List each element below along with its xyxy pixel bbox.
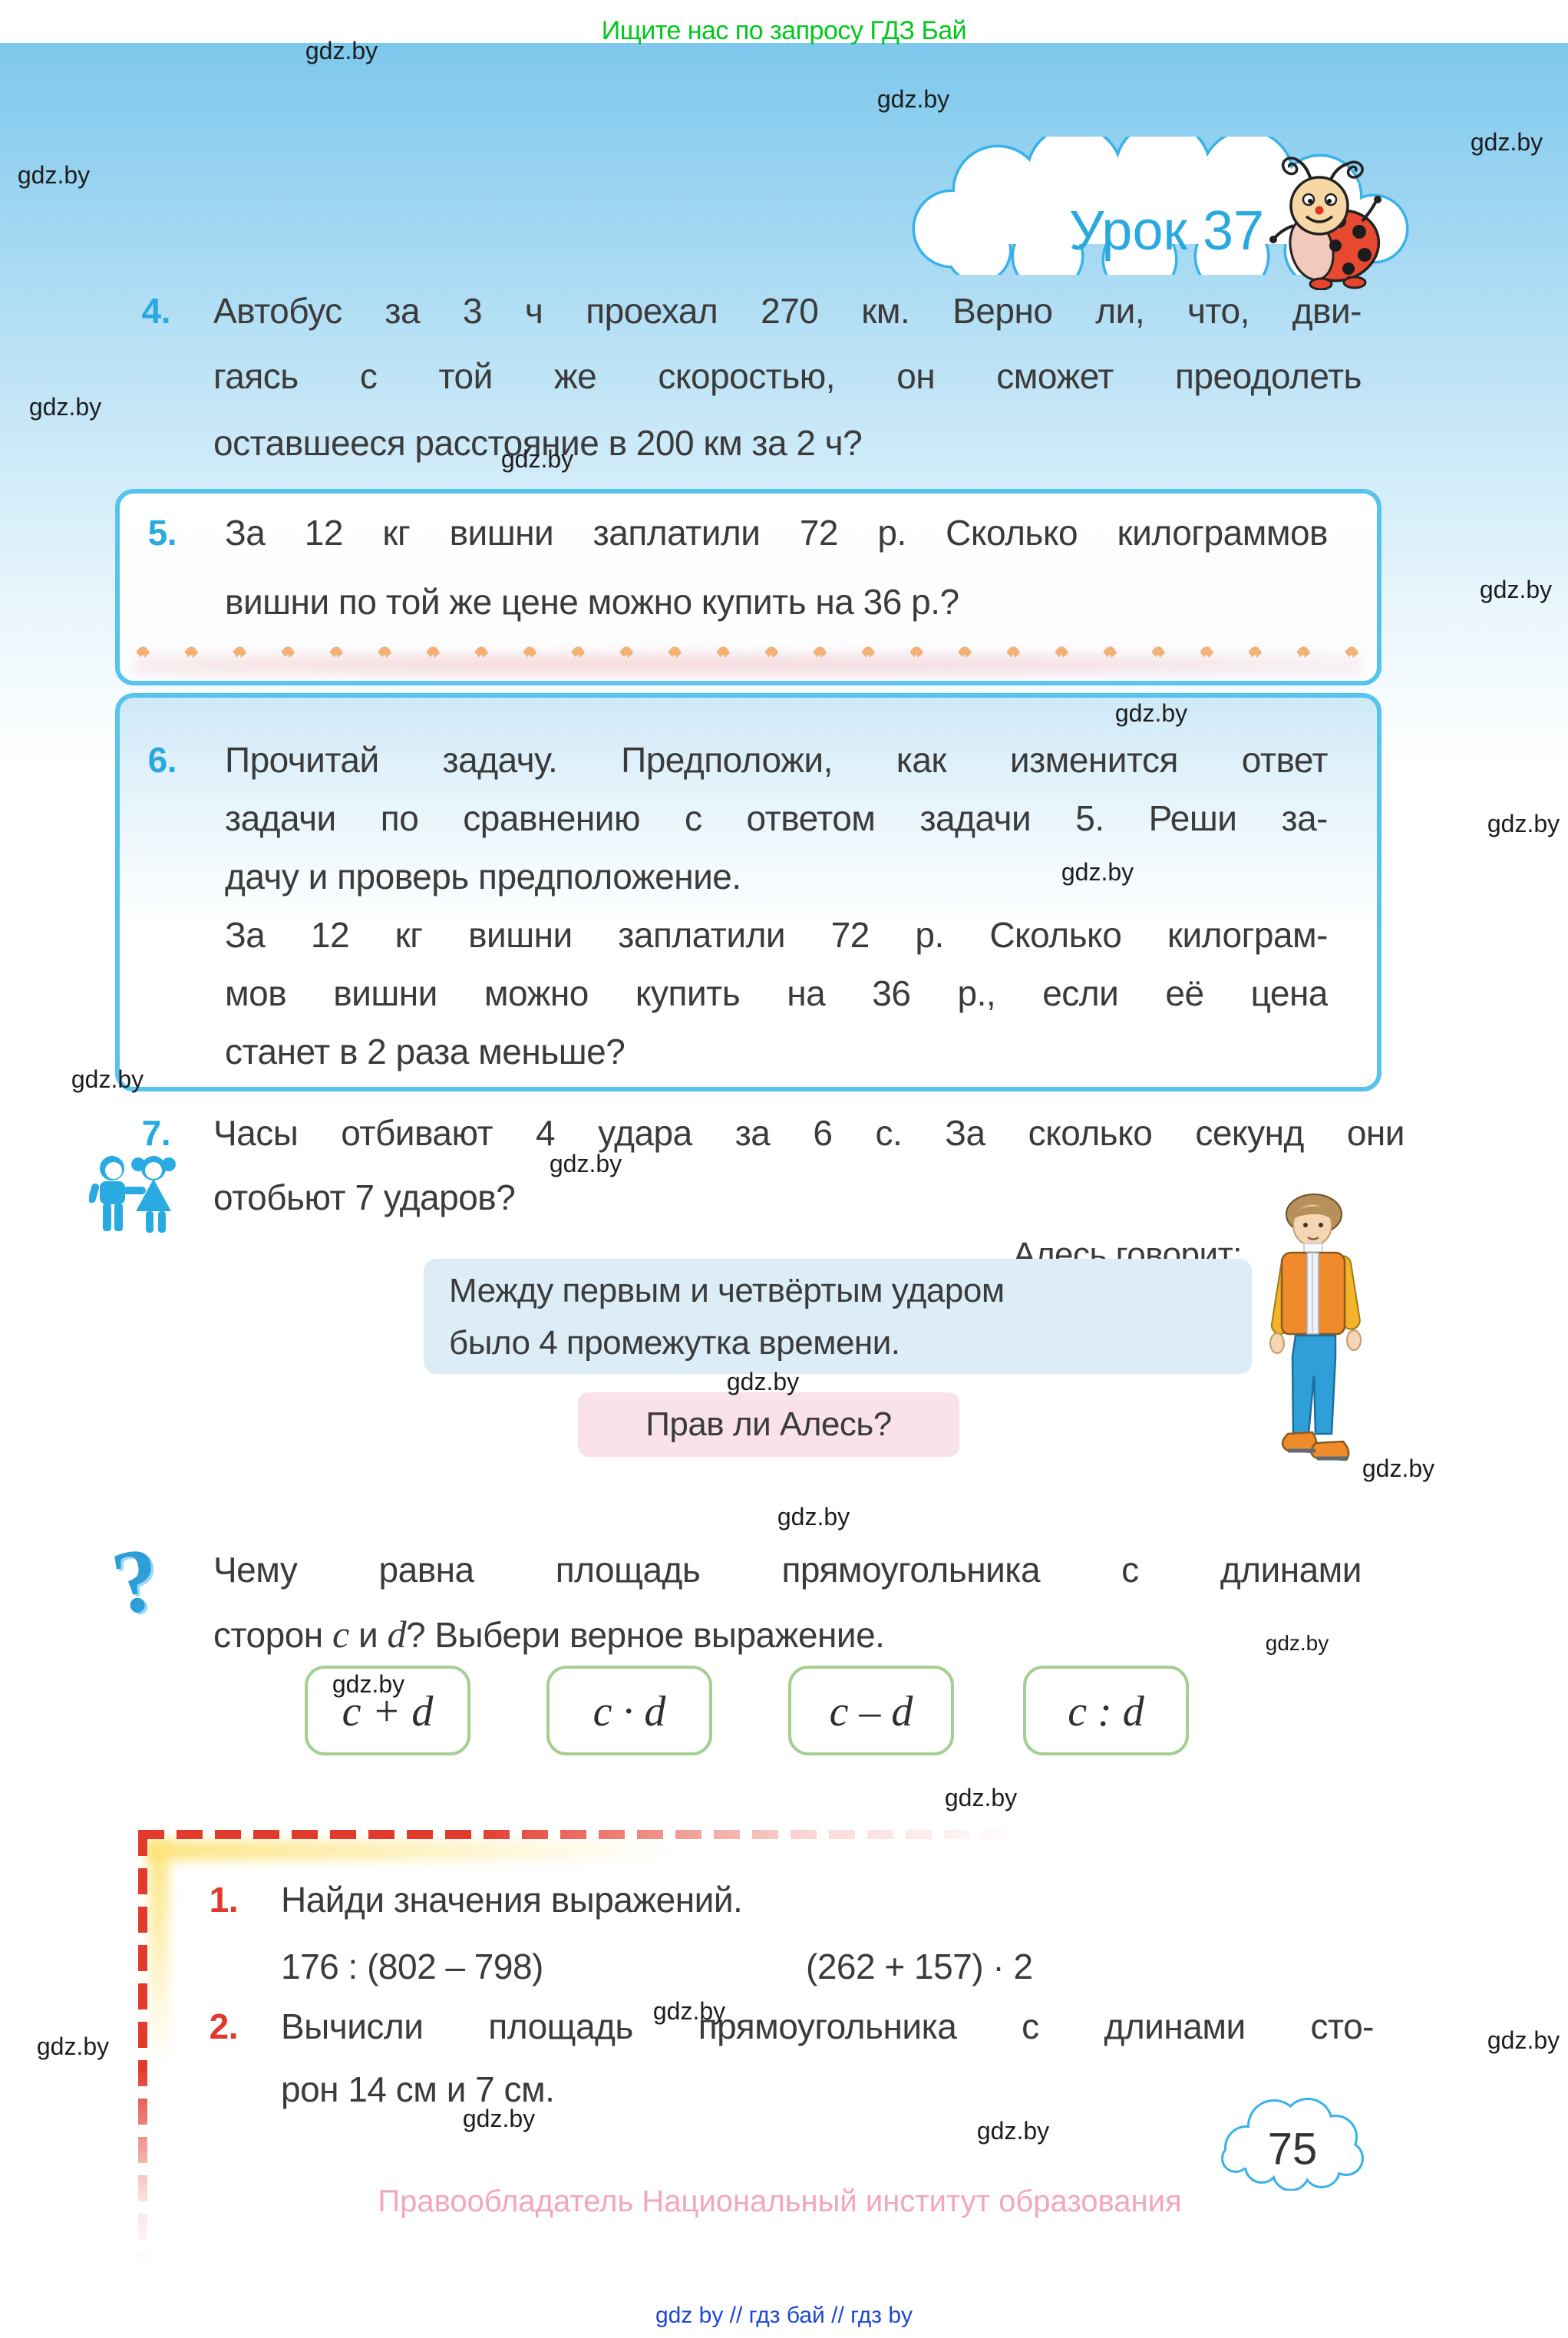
task-1-number: 1. bbox=[209, 1880, 239, 1920]
task-2-number: 2. bbox=[209, 2006, 239, 2046]
gdz-watermark: gdz.by bbox=[71, 1065, 144, 1093]
speech-line: Между первым и четвёртым ударом bbox=[449, 1272, 1005, 1309]
gdz-watermark: gdz.by bbox=[462, 2105, 536, 2132]
area-question-line: сторон c и d? Выбери верное выражение. bbox=[213, 1610, 885, 1659]
gdz-watermark: gdz.by bbox=[17, 161, 91, 189]
task-2-line: рон 14 см и 7 см. bbox=[281, 2069, 555, 2109]
question-text-segment: и bbox=[348, 1615, 388, 1655]
problem-4-line: оставшееся расстояние в 200 км за 2 ч? bbox=[213, 423, 863, 463]
problem-6-line: задачи по сравнению с ответом задачи 5. … bbox=[225, 798, 1328, 838]
area-question-line: Чему равна площадь прямоугольника с длин… bbox=[213, 1550, 1362, 1590]
ladybug-icon bbox=[1269, 157, 1381, 290]
gdz-watermark: gdz.by bbox=[944, 1784, 1018, 1811]
gdz-watermark: gdz.by bbox=[1061, 858, 1134, 886]
problem-5-number: 5. bbox=[147, 513, 177, 553]
gdz-watermark: gdz.by bbox=[28, 393, 102, 421]
question-text-segment: ? Выбери верное выражение. bbox=[405, 1615, 885, 1655]
gdz-watermark: gdz.by bbox=[549, 1150, 622, 1177]
lesson-title: Урок 37 bbox=[1069, 200, 1264, 262]
problem-4-line: гаясь с той же скоростью, он сможет прео… bbox=[213, 356, 1362, 396]
gdz-watermark: gdz.by bbox=[976, 2117, 1050, 2145]
dashed-border-left-fade bbox=[137, 1830, 149, 2264]
problem-6-line: За 12 кг вишни заплатили 72 р. Сколько к… bbox=[225, 915, 1328, 955]
problem-6-number: 6. bbox=[147, 740, 177, 780]
top-white-strip bbox=[0, 0, 1568, 43]
pink-question-text: Прав ли Алесь? bbox=[645, 1405, 892, 1443]
speech-bubble bbox=[424, 1259, 1252, 1374]
yellow-glow-vertical bbox=[149, 1841, 169, 2094]
page-number-cloud: 75 bbox=[1221, 2098, 1364, 2191]
gdz-watermark: gdz.by bbox=[652, 1997, 726, 2025]
copyright-text: Правообладатель Национальный институт об… bbox=[378, 2184, 1182, 2218]
dashed-border-top-fade bbox=[138, 1828, 1098, 1841]
gdz-watermark: gdz.by bbox=[1487, 2026, 1560, 2054]
gdz-watermark: gdz.by bbox=[36, 2033, 110, 2060]
gdz-watermark: gdz.by bbox=[500, 445, 574, 473]
task-1-title: Найди значения выражений. bbox=[281, 1880, 743, 1920]
problem-5-line: За 12 кг вишни заплатили 72 р. Сколько к… bbox=[225, 513, 1328, 553]
gdz-watermark: gdz.by bbox=[1114, 699, 1188, 727]
question-mark-icon: ? bbox=[104, 1527, 167, 1635]
task-1-expression: (262 + 157) · 2 bbox=[806, 1947, 1033, 1986]
gdz-watermark: gdz.by bbox=[777, 1503, 850, 1531]
gdz-watermark: gdz.by bbox=[876, 85, 950, 113]
problem-6-line: мов вишни можно купить на 36 р., если её… bbox=[225, 973, 1328, 1013]
problem-6-line: Прочитай задачу. Предположи, как изменит… bbox=[225, 740, 1328, 780]
gdz-watermark: gdz.by bbox=[1362, 1455, 1435, 1482]
gdz-watermark: gdz.by bbox=[305, 37, 378, 64]
page-number: 75 bbox=[1268, 2124, 1318, 2174]
problem-6-line: дачу и проверь предположение. bbox=[225, 857, 741, 897]
children-pair-icon bbox=[89, 1156, 176, 1233]
option-box-sum: c + d bbox=[305, 1666, 470, 1755]
task-2-line: Вычисли площадь прямоугольника с длинами… bbox=[281, 2006, 1374, 2046]
option-box-quotient: c : d bbox=[1023, 1666, 1189, 1755]
problem-7-line: отобьют 7 ударов? bbox=[213, 1177, 516, 1217]
promo-banner-text: Ищите нас по запросу ГДЗ Бай bbox=[601, 16, 967, 45]
pink-question-box bbox=[578, 1392, 959, 1457]
yellow-glow-horizontal bbox=[147, 1841, 731, 1861]
math-var-c: c bbox=[332, 1613, 349, 1656]
gdz-watermark: gdz.by bbox=[1487, 810, 1560, 837]
problem-4-number: 4. bbox=[141, 291, 171, 331]
pink-blur-decoration bbox=[134, 647, 1362, 682]
gdz-watermark: gdz.by bbox=[726, 1368, 800, 1395]
speech-line: было 4 промежутка времени. bbox=[449, 1324, 900, 1362]
boy-character-illustration bbox=[1269, 1194, 1362, 1461]
problem-7-line: Часы отбивают 4 удара за 6 с. За сколько… bbox=[213, 1113, 1405, 1153]
task-1-expression: 176 : (802 – 798) bbox=[281, 1947, 543, 1986]
gdz-watermark: gdz.by bbox=[1479, 576, 1553, 603]
problem-5-line: вишни по той же цене можно купить на 36 … bbox=[225, 582, 959, 622]
gdz-watermark: gdz.by bbox=[1470, 128, 1543, 156]
problem-4-line: Автобус за 3 ч проехал 270 км. Верно ли,… bbox=[213, 291, 1362, 331]
math-var-d: d bbox=[387, 1613, 406, 1656]
option-box-difference: c – d bbox=[788, 1666, 954, 1755]
problem-6-line: станет в 2 раза меньше? bbox=[225, 1032, 626, 1072]
gdz-watermark: gdz.by bbox=[1265, 1631, 1329, 1655]
footer-links: gdz by // гдз бай // гдз by bbox=[655, 2303, 913, 2328]
problem-6-card bbox=[115, 693, 1381, 1091]
option-box-product: c · d bbox=[546, 1666, 712, 1755]
question-text-segment: сторон bbox=[213, 1615, 332, 1655]
problem-7-number: 7. bbox=[141, 1113, 171, 1153]
gdz-watermark: gdz.by bbox=[332, 1670, 405, 1698]
